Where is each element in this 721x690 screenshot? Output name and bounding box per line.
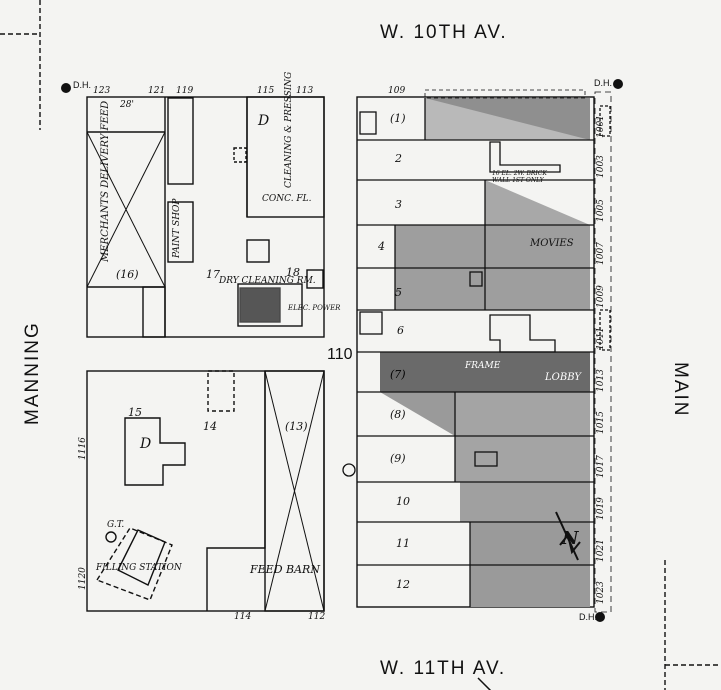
building-use-merchants-feed: MERCHANTS DELIVERY FEED	[100, 100, 111, 262]
building-use-cleaning-pressing: CLEANING & PRESSING	[284, 71, 294, 188]
north-arrow-label: N	[562, 528, 579, 549]
address-number: 1007	[596, 242, 606, 265]
elec-power-note: ELEC. POWER	[288, 304, 341, 312]
first-lot-number: 109	[388, 86, 406, 96]
east-lot-number: 6	[397, 324, 404, 337]
dh-marker-northwest	[61, 83, 71, 93]
dimension-label: 28'	[120, 100, 134, 110]
lot-number: 115	[257, 86, 275, 96]
east-lot-number: 10	[396, 495, 410, 508]
east-lot-number: 12	[396, 578, 410, 591]
address-number: 1003	[596, 155, 606, 178]
address-number: 1001	[596, 115, 606, 138]
address-number: 1019	[596, 497, 606, 520]
building-use-feed-barn: FEED BARN	[250, 563, 320, 576]
east-lot-number: 3	[395, 198, 402, 211]
building-label-13: (13)	[285, 420, 308, 433]
dh-marker-northeast	[613, 79, 623, 89]
building-use-filling-station: FILLING STATION	[96, 563, 182, 573]
address-number: 1021	[596, 539, 606, 562]
east-lot-number: 5	[395, 286, 402, 299]
address-number: 1009	[596, 285, 606, 308]
building-label-15: 15	[128, 406, 142, 419]
building-code: D	[258, 113, 270, 129]
building-code: D	[140, 436, 152, 452]
lobby-label: LOBBY	[545, 372, 581, 383]
lot-number: 119	[176, 86, 194, 96]
east-lot-number: (7)	[390, 368, 406, 381]
east-lot-number: (8)	[390, 408, 406, 421]
address-number: 1015	[596, 411, 606, 434]
lot-number: 112	[308, 612, 326, 622]
lot-number: 121	[148, 86, 166, 96]
gas-tank-note: G.T.	[107, 520, 125, 530]
floor-note: CONC. FL.	[262, 194, 312, 204]
address-number: 1017	[596, 455, 606, 478]
building-label-18: 18	[286, 266, 300, 279]
street-east-label: MAIN	[670, 362, 691, 418]
dh-marker-southeast	[595, 612, 605, 622]
east-lot-number: 2	[395, 152, 402, 165]
address-number: 1023	[596, 581, 606, 604]
street-south-label: W. 11TH AV.	[380, 658, 507, 679]
east-lot-number: (9)	[390, 452, 406, 465]
east-lot-number: 11	[396, 537, 410, 550]
movies-label: MOVIES	[530, 238, 574, 249]
dh-label-northwest: D.H.	[73, 80, 91, 90]
frame-label: FRAME	[465, 361, 501, 371]
dh-label-southeast: D.H.	[579, 612, 597, 622]
building-use-paint-shop: PAINT SHOP	[172, 198, 182, 258]
side-number: 1116	[78, 437, 88, 460]
address-number: 1011	[596, 327, 606, 350]
building-use-dry-cleaning: DRY CLEANING RM.	[219, 276, 316, 286]
side-number: 1120	[78, 567, 88, 590]
east-lot-number: 4	[378, 240, 385, 253]
dh-label-northeast: D.H.	[594, 78, 612, 88]
street-west-label: MANNING	[22, 321, 43, 425]
dry-cleaning-machinery	[239, 287, 281, 323]
address-number: 1013	[596, 369, 606, 392]
bottom-right-dashed-edge	[664, 560, 721, 690]
street-north-label: W. 10TH AV.	[380, 22, 508, 43]
north-arrow-icon	[555, 511, 581, 561]
lot-number: 113	[296, 86, 314, 96]
lot-number: 114	[234, 612, 252, 622]
block-number: 110	[327, 346, 353, 363]
brick-wall-note: 16 EL. 2W. BRICK WALL 1ST ONLY	[492, 170, 547, 184]
address-number: 1005	[596, 199, 606, 222]
building-label-14: 14	[203, 420, 217, 433]
building-label-16: (16)	[116, 268, 139, 281]
top-left-dashed-edge	[0, 0, 41, 130]
east-lot-number: (1)	[390, 112, 406, 125]
lot-number: 123	[93, 86, 111, 96]
building-label-17: 17	[206, 268, 220, 281]
